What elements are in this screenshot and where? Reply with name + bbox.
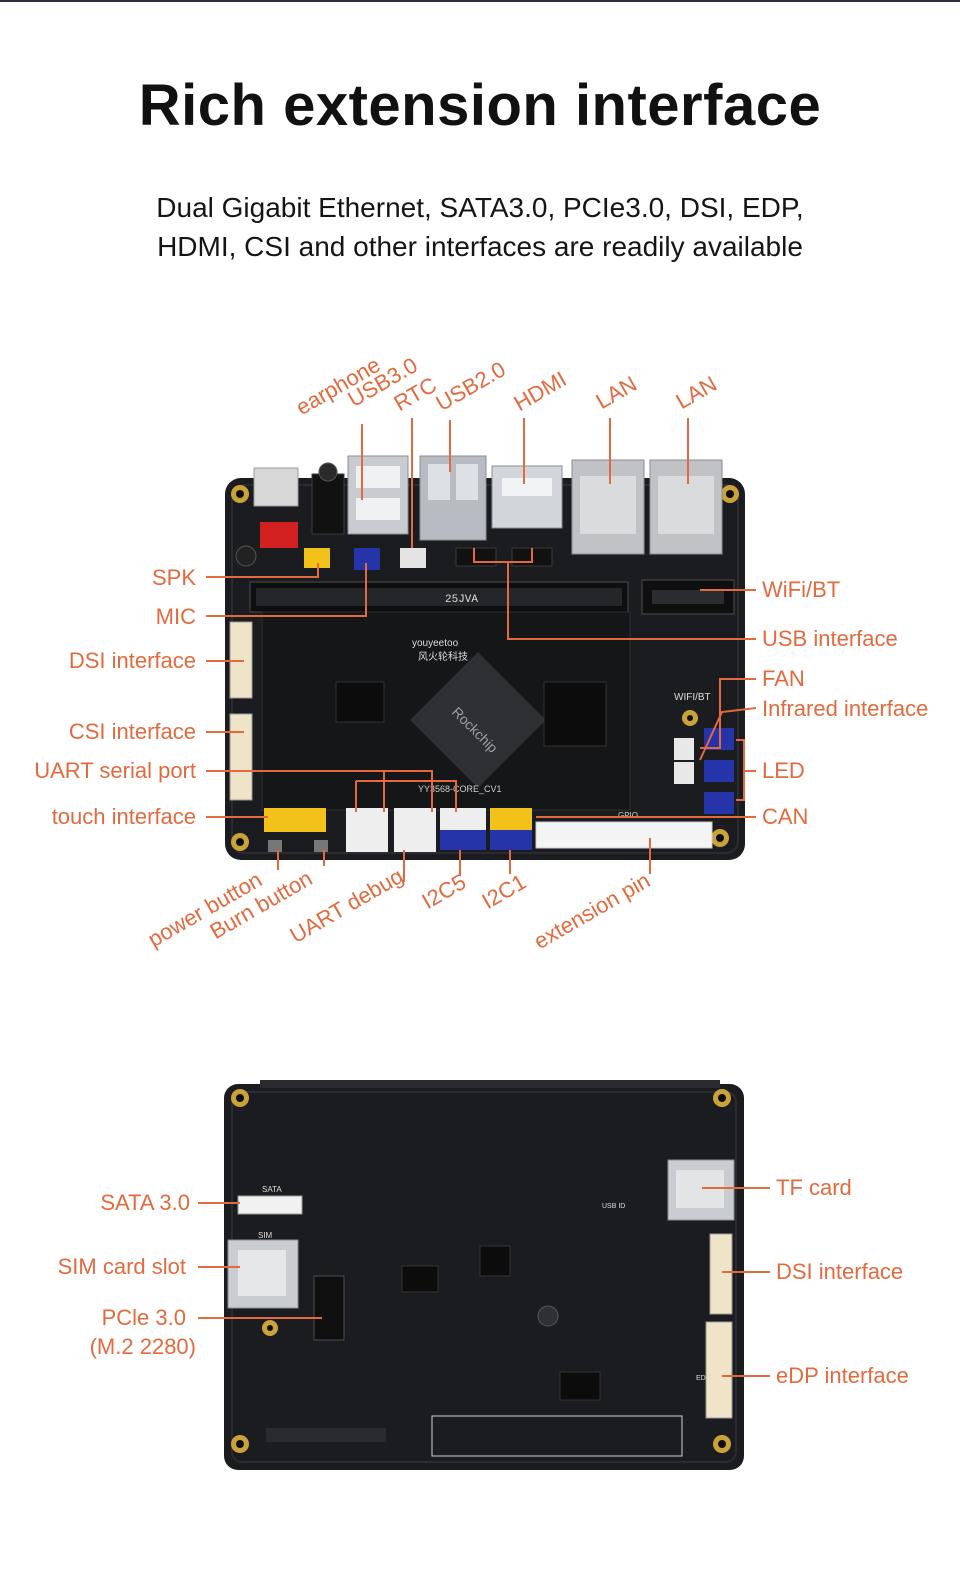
fan-connector — [674, 738, 694, 760]
i2c5-connector — [440, 808, 486, 830]
label-bottom-dsi-interface: DSI interface — [776, 1259, 904, 1284]
label-mic: MIC — [155, 604, 196, 629]
silk-sata: SATA — [262, 1185, 282, 1194]
subtitle-line-2: HDMI, CSI and other interfaces are readi… — [157, 231, 803, 262]
label-wifi-bt: WiFi/BT — [762, 577, 841, 602]
label-fan: FAN — [762, 666, 805, 691]
ir-connector — [674, 762, 694, 784]
gpio-header — [535, 821, 713, 849]
label-can: CAN — [762, 804, 809, 829]
label-dsi-interface: DSI interface — [68, 648, 196, 673]
label-led: LED — [762, 758, 805, 783]
top-board-leader-lines — [206, 418, 757, 882]
mic-connector — [354, 548, 380, 570]
label-pcie-line2: (M.2 2280) — [89, 1334, 196, 1359]
label-usb-interface: USB interface — [762, 626, 898, 651]
label-edp-interface: eDP interface — [776, 1363, 909, 1388]
label-pcie-line1: PCle 3.0 — [101, 1305, 186, 1330]
rtc-connector — [400, 548, 426, 568]
label-csi-interface: CSI interface — [68, 719, 196, 744]
label-tf-card: TF card — [776, 1175, 852, 1200]
sata-connector — [237, 1195, 303, 1215]
label-infrared-interface: Infrared interface — [762, 696, 929, 721]
silk-module: YY3568-CORE_CV1 — [418, 784, 502, 794]
subtitle-line-1: Dual Gigabit Ethernet, SATA3.0, PCIe3.0,… — [156, 192, 804, 223]
hdmi-port — [491, 465, 563, 529]
silk-slot-code: 25JVA — [445, 594, 478, 606]
touch-connector — [264, 808, 326, 832]
m2-pcie-slot — [313, 1275, 345, 1341]
silk-usb-id: USB ID — [602, 1203, 625, 1210]
silk-brand-cn: 风火轮科技 — [418, 650, 468, 663]
bottom-dsi-fpc — [709, 1233, 733, 1315]
silk-gpio: GPIO — [618, 811, 638, 820]
label-uart-serial-port: UART serial port — [34, 758, 196, 783]
red-connector — [260, 522, 298, 548]
soc-chip — [410, 652, 546, 788]
page-title: Rich extension interface — [138, 73, 822, 138]
i2c1-connector — [490, 808, 532, 830]
silk-wifi-bt: WIFI/BT — [674, 692, 711, 703]
edp-fpc — [705, 1321, 733, 1419]
can-connector — [704, 792, 734, 814]
csi-fpc — [229, 713, 253, 801]
silk-sim: SIM — [258, 1231, 273, 1240]
silk-brand: youyeetoo — [412, 638, 459, 649]
top-border-line — [0, 0, 960, 2]
label-touch-interface: touch interface — [51, 804, 196, 829]
uart-connector-1 — [346, 808, 388, 852]
bottom-board-pcb — [224, 1084, 744, 1470]
label-sim-card-slot: SIM card slot — [57, 1254, 186, 1279]
page-subtitle: Dual Gigabit Ethernet, SATA3.0, PCIe3.0,… — [0, 188, 960, 266]
dc-power-jack — [253, 467, 299, 507]
spk-connector — [304, 548, 330, 568]
label-spk: SPK — [151, 565, 196, 590]
bottom-board-leader-lines — [198, 1187, 770, 1377]
silk-edp: EDP — [696, 1375, 711, 1382]
led-connector — [704, 760, 734, 782]
uart-connector-2 — [394, 808, 436, 852]
label-sata: SATA 3.0 — [100, 1190, 190, 1215]
